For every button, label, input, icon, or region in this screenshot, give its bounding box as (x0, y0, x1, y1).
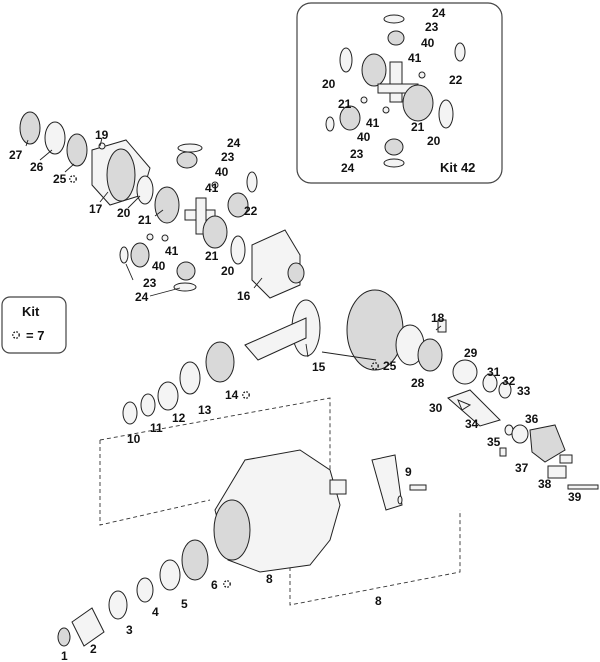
callout-21-left: 21 (138, 213, 152, 227)
callout-4: 4 (152, 605, 159, 619)
callout-26: 26 (30, 160, 44, 174)
callout-27: 27 (9, 148, 23, 162)
legend-title: Kit (22, 304, 40, 319)
callout-17: 17 (89, 202, 103, 216)
inset-callout-21-left: 21 (338, 97, 352, 111)
callout-1: 1 (61, 649, 68, 662)
callout-40-lower: 40 (152, 259, 166, 273)
callout-9: 9 (405, 465, 412, 479)
kit-legend: Kit = 7 (1, 296, 67, 354)
inset-callout-20-right: 20 (427, 134, 441, 148)
callout-38: 38 (538, 477, 552, 491)
callout-22: 22 (244, 204, 258, 218)
inset-callout-40-bottom: 40 (357, 130, 371, 144)
callout-39: 39 (568, 490, 582, 504)
callout-11: 11 (150, 421, 163, 435)
pinion-ring-gear-assembly (122, 289, 599, 490)
callout-10: 10 (127, 432, 141, 446)
callout-12: 12 (172, 411, 186, 425)
housing-assembly (57, 397, 461, 647)
callout-40-upper: 40 (215, 165, 229, 179)
callout-24-upper: 24 (227, 136, 241, 150)
callout-13: 13 (198, 403, 212, 417)
callout-8-caps: 8 (375, 594, 382, 608)
callout-41-upper: 41 (205, 181, 219, 195)
callout-34: 34 (465, 417, 479, 431)
callout-23-lower: 23 (143, 276, 157, 290)
callout-23-upper: 23 (221, 150, 235, 164)
callout-18: 18 (431, 311, 445, 325)
callout-3: 3 (126, 623, 133, 637)
inset-callout-41-top: 41 (408, 51, 422, 65)
inset-callout-22: 22 (449, 73, 463, 87)
callout-20-left: 20 (117, 206, 131, 220)
callout-6: 6 (211, 578, 218, 592)
callout-32: 32 (502, 374, 516, 388)
legend-text: = 7 (26, 328, 44, 343)
callout-36: 36 (525, 412, 539, 426)
callout-16: 16 (237, 289, 251, 303)
inset-callout-23-bottom: 23 (350, 147, 364, 161)
callout-20-right: 20 (221, 264, 235, 278)
callout-41-lower: 41 (165, 244, 179, 258)
callout-14: 14 (225, 388, 239, 402)
callout-21-right: 21 (205, 249, 219, 263)
callout-30: 30 (429, 401, 443, 415)
callout-19: 19 (95, 128, 109, 142)
kit-42-label: Kit 42 (440, 160, 475, 175)
callout-5: 5 (181, 597, 188, 611)
inset-callout-40-top: 40 (421, 36, 435, 50)
callout-15: 15 (312, 360, 326, 374)
callout-33: 33 (517, 384, 531, 398)
inset-callout-41-bottom: 41 (366, 116, 380, 130)
callout-37: 37 (515, 461, 529, 475)
inset-callout-23-top: 23 (425, 20, 439, 34)
inset-callout-20-left: 20 (322, 77, 336, 91)
inset-callout-21-right: 21 (411, 120, 425, 134)
inset-callout-24-top: 24 (432, 6, 446, 20)
callout-35: 35 (487, 435, 501, 449)
callout-2: 2 (90, 642, 97, 656)
callout-31: 31 (487, 365, 501, 379)
differential-assembly (19, 111, 305, 299)
callout-29: 29 (464, 346, 478, 360)
callout-24-lower: 24 (135, 290, 149, 304)
inset-callout-24-bottom: 24 (341, 161, 355, 175)
kit-42-inset: 24 23 40 20 41 22 21 41 40 21 20 23 24 K… (296, 2, 503, 184)
callouts: 27 26 25 19 17 20 21 24 23 40 41 22 41 4… (9, 128, 582, 662)
callout-25-upper: 25 (53, 172, 67, 186)
callout-28: 28 (411, 376, 425, 390)
callout-8-housing: 8 (266, 572, 273, 586)
callout-25-lower: 25 (383, 359, 397, 373)
